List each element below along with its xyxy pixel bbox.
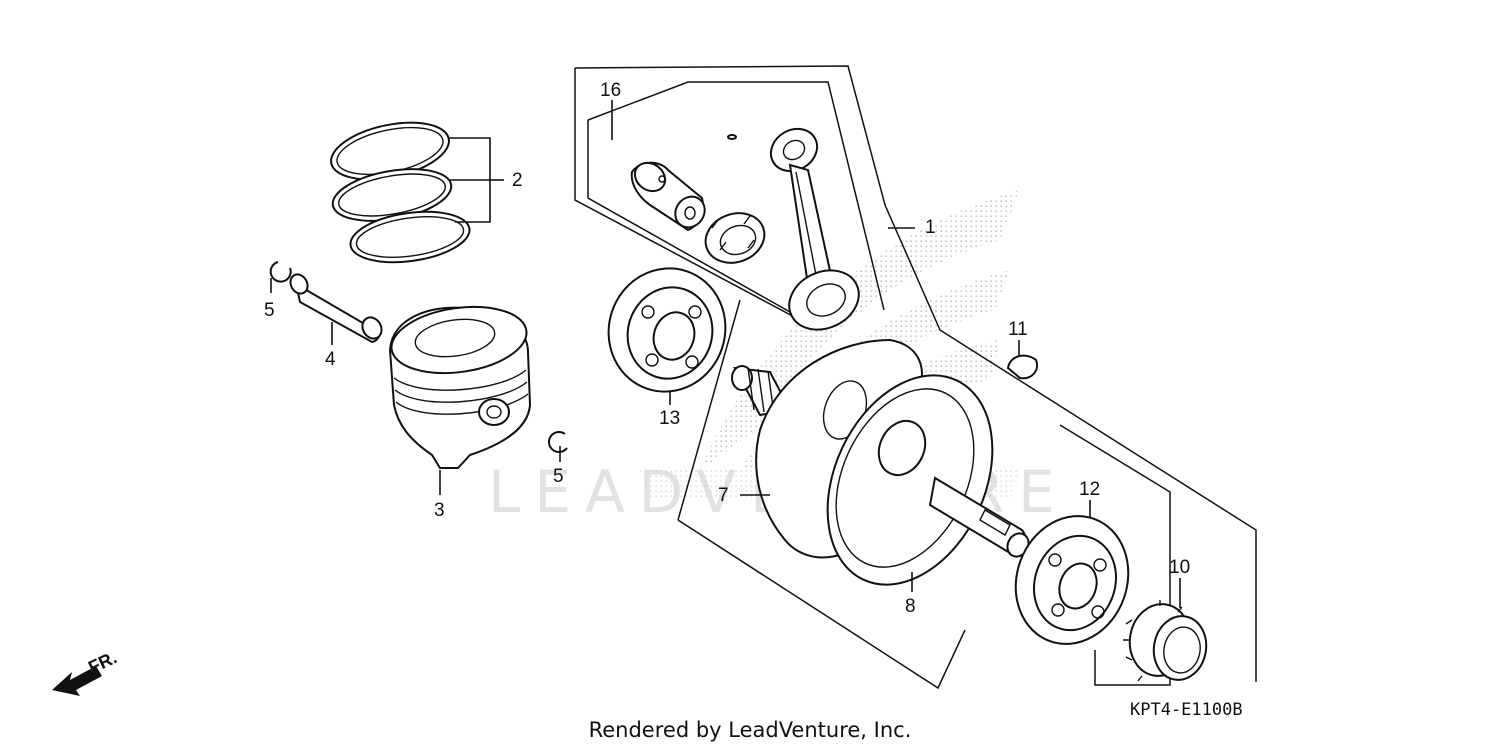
crankshaft-frame-left xyxy=(677,299,741,521)
crankshaft-assembly-frame-left xyxy=(574,68,801,321)
piston xyxy=(388,305,532,469)
callout-4: 4 xyxy=(325,349,336,370)
callout-5-left: 5 xyxy=(264,300,275,321)
crankshaft-assembly-frame xyxy=(574,65,1257,682)
callout-13: 13 xyxy=(659,408,680,429)
crankshaft-frame-bottom xyxy=(677,519,966,690)
callout-12: 12 xyxy=(1079,479,1100,500)
piston-pin xyxy=(289,273,383,344)
front-direction-arrow xyxy=(52,666,102,696)
crankshaft xyxy=(731,338,1030,586)
callout-11: 11 xyxy=(1008,319,1028,340)
callout-8: 8 xyxy=(905,596,916,617)
crank-gear xyxy=(1123,600,1208,682)
callout-2: 2 xyxy=(512,170,523,191)
callout-7: 7 xyxy=(718,485,729,506)
piston-pin-clip-left xyxy=(269,261,292,283)
right-crank-bearing xyxy=(1014,515,1130,645)
bearing-gear-frame xyxy=(1059,424,1171,686)
callout-1: 1 xyxy=(925,217,936,238)
diagram-code: KPT4-E1100B xyxy=(1130,700,1243,720)
needle-bearing xyxy=(704,212,766,264)
oil-hole-marker xyxy=(727,134,737,140)
connecting-rod-kit-frame xyxy=(587,81,885,311)
callout-3: 3 xyxy=(434,500,445,521)
callout-16: 16 xyxy=(600,80,621,101)
connecting-rod-kit-frame-left xyxy=(587,120,791,313)
piston-pin-clip-right xyxy=(548,431,568,453)
callout-10: 10 xyxy=(1169,557,1190,578)
woodruff-key xyxy=(1006,354,1038,380)
connecting-rod xyxy=(769,127,860,331)
piston-rings xyxy=(330,121,471,264)
left-crank-bearing xyxy=(607,267,727,393)
crank-pin xyxy=(630,161,706,232)
render-credit: Rendered by LeadVenture, Inc. xyxy=(589,718,912,742)
callout-5-right: 5 xyxy=(553,466,564,487)
